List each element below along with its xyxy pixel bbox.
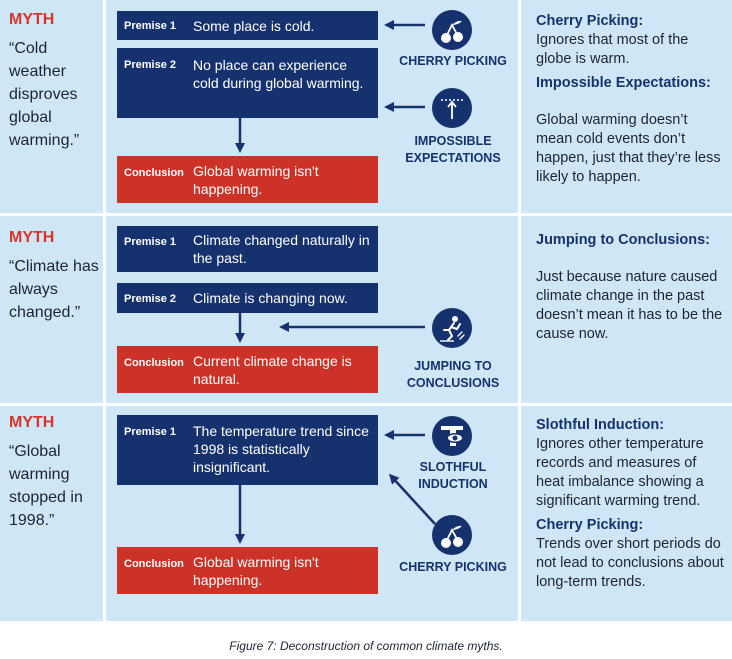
- explanation-text-cherry-picking: Trends over short periods do not lead to…: [536, 536, 724, 590]
- explanation-text-impossible-expectations: Global warming doesn’t mean cold events …: [536, 112, 721, 185]
- jumping-icon: [432, 308, 472, 348]
- explanation-title-jumping-to-conclusions: Jumping to Conclusions:: [536, 232, 710, 248]
- myth-1-premise-2: Premise 2 No place can experience cold d…: [117, 48, 378, 118]
- fallacy-label-cherry-picking: CHERRY PICKING: [399, 54, 507, 68]
- myth-3-label: MYTH: [9, 414, 55, 431]
- explanation-title-slothful-induction: Slothful Induction:: [536, 417, 665, 433]
- premise-tag: Premise 1: [124, 20, 176, 32]
- myth-2-quote-panel: [0, 216, 103, 403]
- myth-2-premise-2: Premise 2 Climate is changing now.: [117, 283, 378, 313]
- premise-text: No place can experience cold during glob…: [193, 57, 364, 91]
- fallacy-label-jumping-to-conclusions: JUMPING TO CONCLUSIONS: [406, 359, 500, 390]
- conclusion-text: Current climate change is natural.: [193, 353, 352, 387]
- myth-2-label: MYTH: [9, 229, 55, 246]
- myth-2-premise-1: Premise 1 Climate changed naturally in t…: [117, 226, 378, 272]
- fallacy-label-slothful-induction: SLOTHFUL INDUCTION: [418, 460, 488, 491]
- explanation-text-cherry-picking: Ignores that most of the globe is warm.: [536, 32, 689, 67]
- explanation-title-cherry-picking: Cherry Picking:: [536, 13, 644, 29]
- myth-1-quote-panel: [0, 0, 103, 213]
- cherry-icon: [432, 10, 472, 50]
- myth-1-conclusion: Conclusion Global warming isn't happenin…: [117, 156, 378, 203]
- explanation-text-jumping-to-conclusions: Just because nature caused climate chang…: [536, 269, 723, 342]
- premise-tag: Premise 1: [124, 236, 176, 248]
- figure-caption: Figure 7: Deconstruction of common clima…: [229, 639, 503, 653]
- conclusion-tag: Conclusion: [124, 357, 184, 369]
- myth-1-label: MYTH: [9, 11, 55, 28]
- premise-text: Climate changed naturally in the past.: [193, 232, 370, 266]
- premise-text: The temperature trend since 1998 is stat…: [193, 423, 369, 475]
- myth-2-quote: “Climate has always changed.”: [9, 258, 99, 321]
- myth-3-conclusion: Conclusion Global warming isn't happenin…: [117, 547, 378, 594]
- premise-text: Some place is cold.: [193, 18, 315, 34]
- conclusion-text: Global warming isn't happening.: [193, 554, 319, 588]
- cherry-icon: [432, 515, 472, 555]
- premise-tag: Premise 2: [124, 59, 176, 71]
- myth-1-premise-1: Premise 1 Some place is cold.: [117, 11, 378, 40]
- fallacy-label-impossible-expectations: IMPOSSIBLE EXPECTATIONS: [405, 134, 501, 165]
- explanation-title-cherry-picking: Cherry Picking:: [536, 517, 644, 533]
- myth-2-explanation-panel: [521, 216, 732, 403]
- premise-tag: Premise 1: [124, 426, 176, 438]
- slothful-icon: [432, 416, 472, 456]
- premise-text: Climate is changing now.: [193, 290, 348, 306]
- conclusion-tag: Conclusion: [124, 558, 184, 570]
- conclusion-tag: Conclusion: [124, 167, 184, 179]
- conclusion-text: Global warming isn't happening.: [193, 163, 319, 197]
- myth-3-premise-1: Premise 1 The temperature trend since 19…: [117, 415, 378, 485]
- explanation-text-slothful-induction: Ignores other temperature records and me…: [536, 436, 704, 509]
- myth-1-explanation-panel: [521, 0, 732, 213]
- myth-1-quote: “Cold weather disproves global warming.”: [9, 40, 80, 149]
- myth-3-quote-panel: [0, 406, 103, 621]
- premise-tag: Premise 2: [124, 293, 176, 305]
- fallacy-label-cherry-picking: CHERRY PICKING: [399, 560, 507, 574]
- myth-3-quote: “Global warming stopped in 1998.”: [9, 443, 83, 529]
- myth-3-explanation-panel: [521, 406, 732, 621]
- explanation-title-impossible-expectations: Impossible Expectations:: [536, 75, 711, 91]
- myth-2-conclusion: Conclusion Current climate change is nat…: [117, 346, 378, 393]
- impossible-expectations-icon: [432, 88, 472, 128]
